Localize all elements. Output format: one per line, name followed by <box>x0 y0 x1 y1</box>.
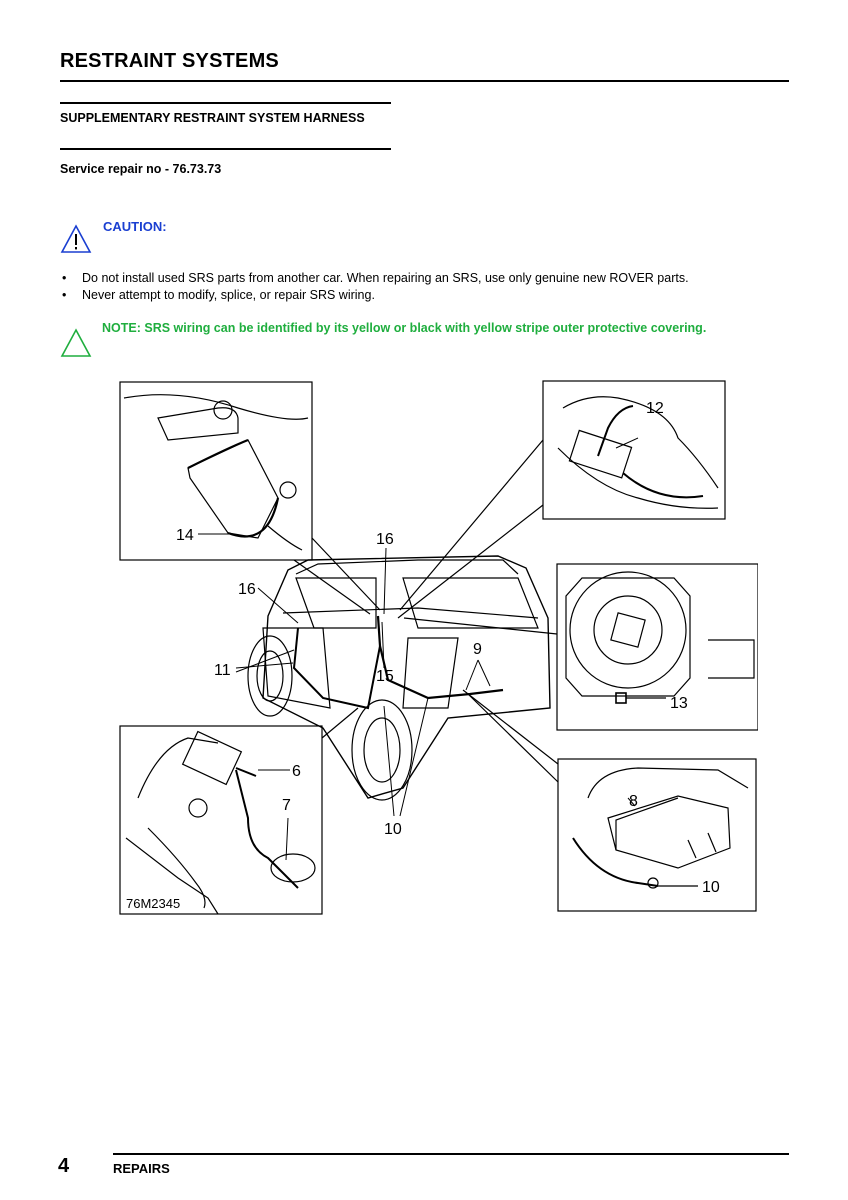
subsection-title: SUPPLEMENTARY RESTRAINT SYSTEM HARNESS <box>60 111 365 125</box>
callout-9: 9 <box>473 641 482 658</box>
inset-box-middle-right <box>556 563 758 731</box>
callout-10-car: 10 <box>384 821 402 838</box>
callout-6: 6 <box>292 763 301 780</box>
callout-15: 15 <box>376 668 394 685</box>
inset-box-bottom-left <box>119 725 323 915</box>
subsection-rule-top <box>60 102 391 104</box>
callout-12: 12 <box>646 400 664 417</box>
service-repair-number: Service repair no - 76.73.73 <box>60 162 222 176</box>
inset-box-top-left <box>119 381 313 561</box>
note-text: NOTE: SRS wiring can be identified by it… <box>102 321 707 335</box>
callout-11: 11 <box>214 662 231 679</box>
caution-icon <box>60 224 92 253</box>
page-title: RESTRAINT SYSTEMS <box>60 50 279 72</box>
caution-label: CAUTION: <box>103 219 167 234</box>
title-rule <box>60 80 789 82</box>
footer-section: REPAIRS <box>113 1161 170 1176</box>
callout-7: 7 <box>282 797 291 814</box>
callout-10-module: 10 <box>702 879 720 896</box>
figure-code: 76M2345 <box>126 896 180 911</box>
caution-item: •Do not install used SRS parts from anot… <box>62 271 689 285</box>
callout-16-left: 16 <box>238 581 256 598</box>
subsection-rule-bottom <box>60 148 391 150</box>
inset-box-bottom-right <box>557 758 757 912</box>
caution-item: •Never attempt to modify, splice, or rep… <box>62 288 375 302</box>
callout-8: 8 <box>629 793 638 810</box>
srs-harness-diagram: 14 16 16 11 15 9 10 12 13 6 7 8 10 76M23… <box>119 380 758 915</box>
note-icon <box>60 328 92 357</box>
callout-14: 14 <box>176 527 194 544</box>
footer-rule <box>113 1153 789 1155</box>
callout-16-top: 16 <box>376 531 394 548</box>
page-number: 4 <box>58 1155 70 1177</box>
caution-list: •Do not install used SRS parts from anot… <box>60 270 689 304</box>
inset-box-top-right <box>542 380 726 520</box>
callout-13: 13 <box>670 695 688 712</box>
